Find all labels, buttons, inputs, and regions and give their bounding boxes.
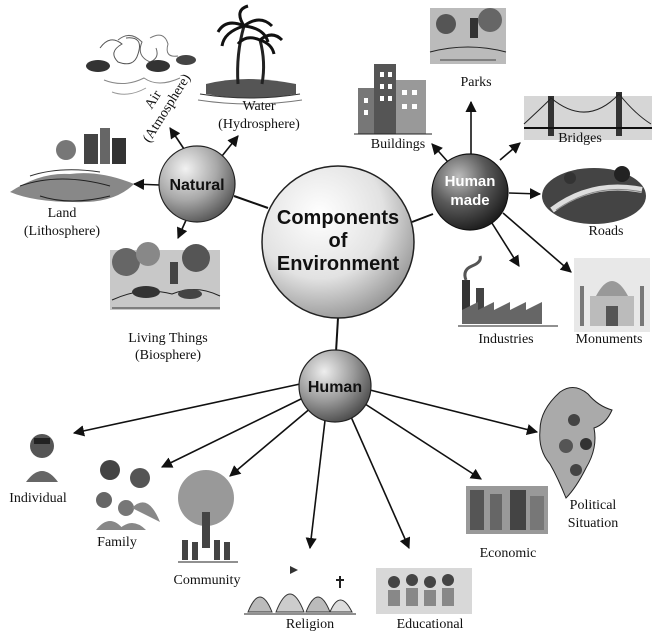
community-illustration — [178, 470, 238, 563]
center-title-line2: of — [329, 230, 348, 252]
arrow-bridges — [499, 142, 521, 161]
political-illustration — [539, 387, 613, 499]
human-hub-label: Human — [308, 379, 362, 396]
buildings-label: Buildings — [371, 137, 425, 152]
industries-label: Industries — [478, 332, 533, 347]
economic-illustration — [466, 486, 548, 534]
roads-label: Roads — [589, 224, 624, 239]
arrow-family — [160, 397, 304, 468]
center-title-line3: Environment — [277, 253, 400, 275]
air-illustration — [86, 34, 196, 95]
family-illustration — [96, 460, 160, 530]
arrow-community — [229, 406, 313, 477]
hub-connectors — [233, 195, 434, 353]
bridges-illustration — [523, 92, 652, 140]
human-arrows — [72, 383, 539, 550]
water-illustration — [197, 4, 303, 105]
industries-illustration — [458, 255, 558, 327]
arrow-living — [177, 217, 188, 240]
arrow-individual — [72, 383, 301, 437]
community-label: Community — [174, 573, 241, 588]
arrow-economic — [361, 401, 482, 480]
educational-illustration — [376, 568, 472, 614]
monuments-illustration — [574, 258, 650, 332]
natural-hub-label: Natural — [169, 177, 224, 194]
roads-illustration — [542, 166, 646, 224]
arrow-religion — [305, 411, 327, 550]
human-labels: Individual Family Community Religion Edu… — [9, 491, 618, 632]
center-title-line1: Components — [277, 207, 399, 229]
arrow-political — [369, 389, 539, 435]
parks-label: Parks — [460, 75, 491, 90]
living-things-label: Living Things — [128, 331, 207, 346]
connector-center-human-made — [411, 213, 434, 223]
arrow-buildings — [431, 143, 449, 163]
individual-label: Individual — [9, 491, 67, 506]
living-things-sub-label: (Biosphere) — [135, 348, 201, 363]
arrow-roads — [508, 188, 542, 200]
water-sub-label: (Hydrosphere) — [218, 117, 300, 132]
arrow-educational — [347, 409, 411, 550]
human-made-labels: Parks Buildings Bridges Roads Industries… — [371, 75, 643, 347]
religion-illustration — [244, 566, 356, 615]
human-made-hub: Human made — [431, 153, 509, 231]
water-label: Water — [242, 99, 275, 114]
living-things-illustration — [110, 242, 221, 310]
natural-labels: Air (Atmosphere) Water (Hydrosphere) Lan… — [24, 71, 300, 363]
connector-center-human — [335, 317, 339, 353]
natural-hub: Natural — [158, 145, 236, 223]
human-made-hub-line2: made — [450, 192, 489, 209]
family-label: Family — [97, 535, 137, 550]
religion-label: Religion — [286, 617, 334, 632]
economic-label: Economic — [480, 546, 537, 561]
land-illustration — [10, 128, 134, 203]
land-sub-label: (Lithosphere) — [24, 224, 101, 239]
human-made-arrows — [431, 100, 572, 273]
buildings-illustration — [354, 64, 432, 135]
individual-illustration — [26, 434, 58, 482]
bridges-label: Bridges — [558, 131, 602, 146]
arrow-monuments — [502, 212, 572, 273]
arrow-land — [132, 178, 161, 190]
monuments-label: Monuments — [576, 332, 643, 347]
arrow-water — [221, 135, 239, 157]
center-hub: Components of Environment — [261, 165, 415, 319]
land-label: Land — [48, 206, 77, 221]
parks-illustration — [429, 8, 507, 64]
educational-label: Educational — [397, 617, 464, 632]
human-hub: Human — [298, 349, 372, 423]
human-made-hub-line1: Human — [445, 173, 496, 190]
political-label: Political — [570, 498, 617, 513]
connector-natural-center — [233, 195, 269, 209]
political-sub-label: Situation — [568, 516, 619, 531]
arrow-industries — [489, 219, 520, 267]
